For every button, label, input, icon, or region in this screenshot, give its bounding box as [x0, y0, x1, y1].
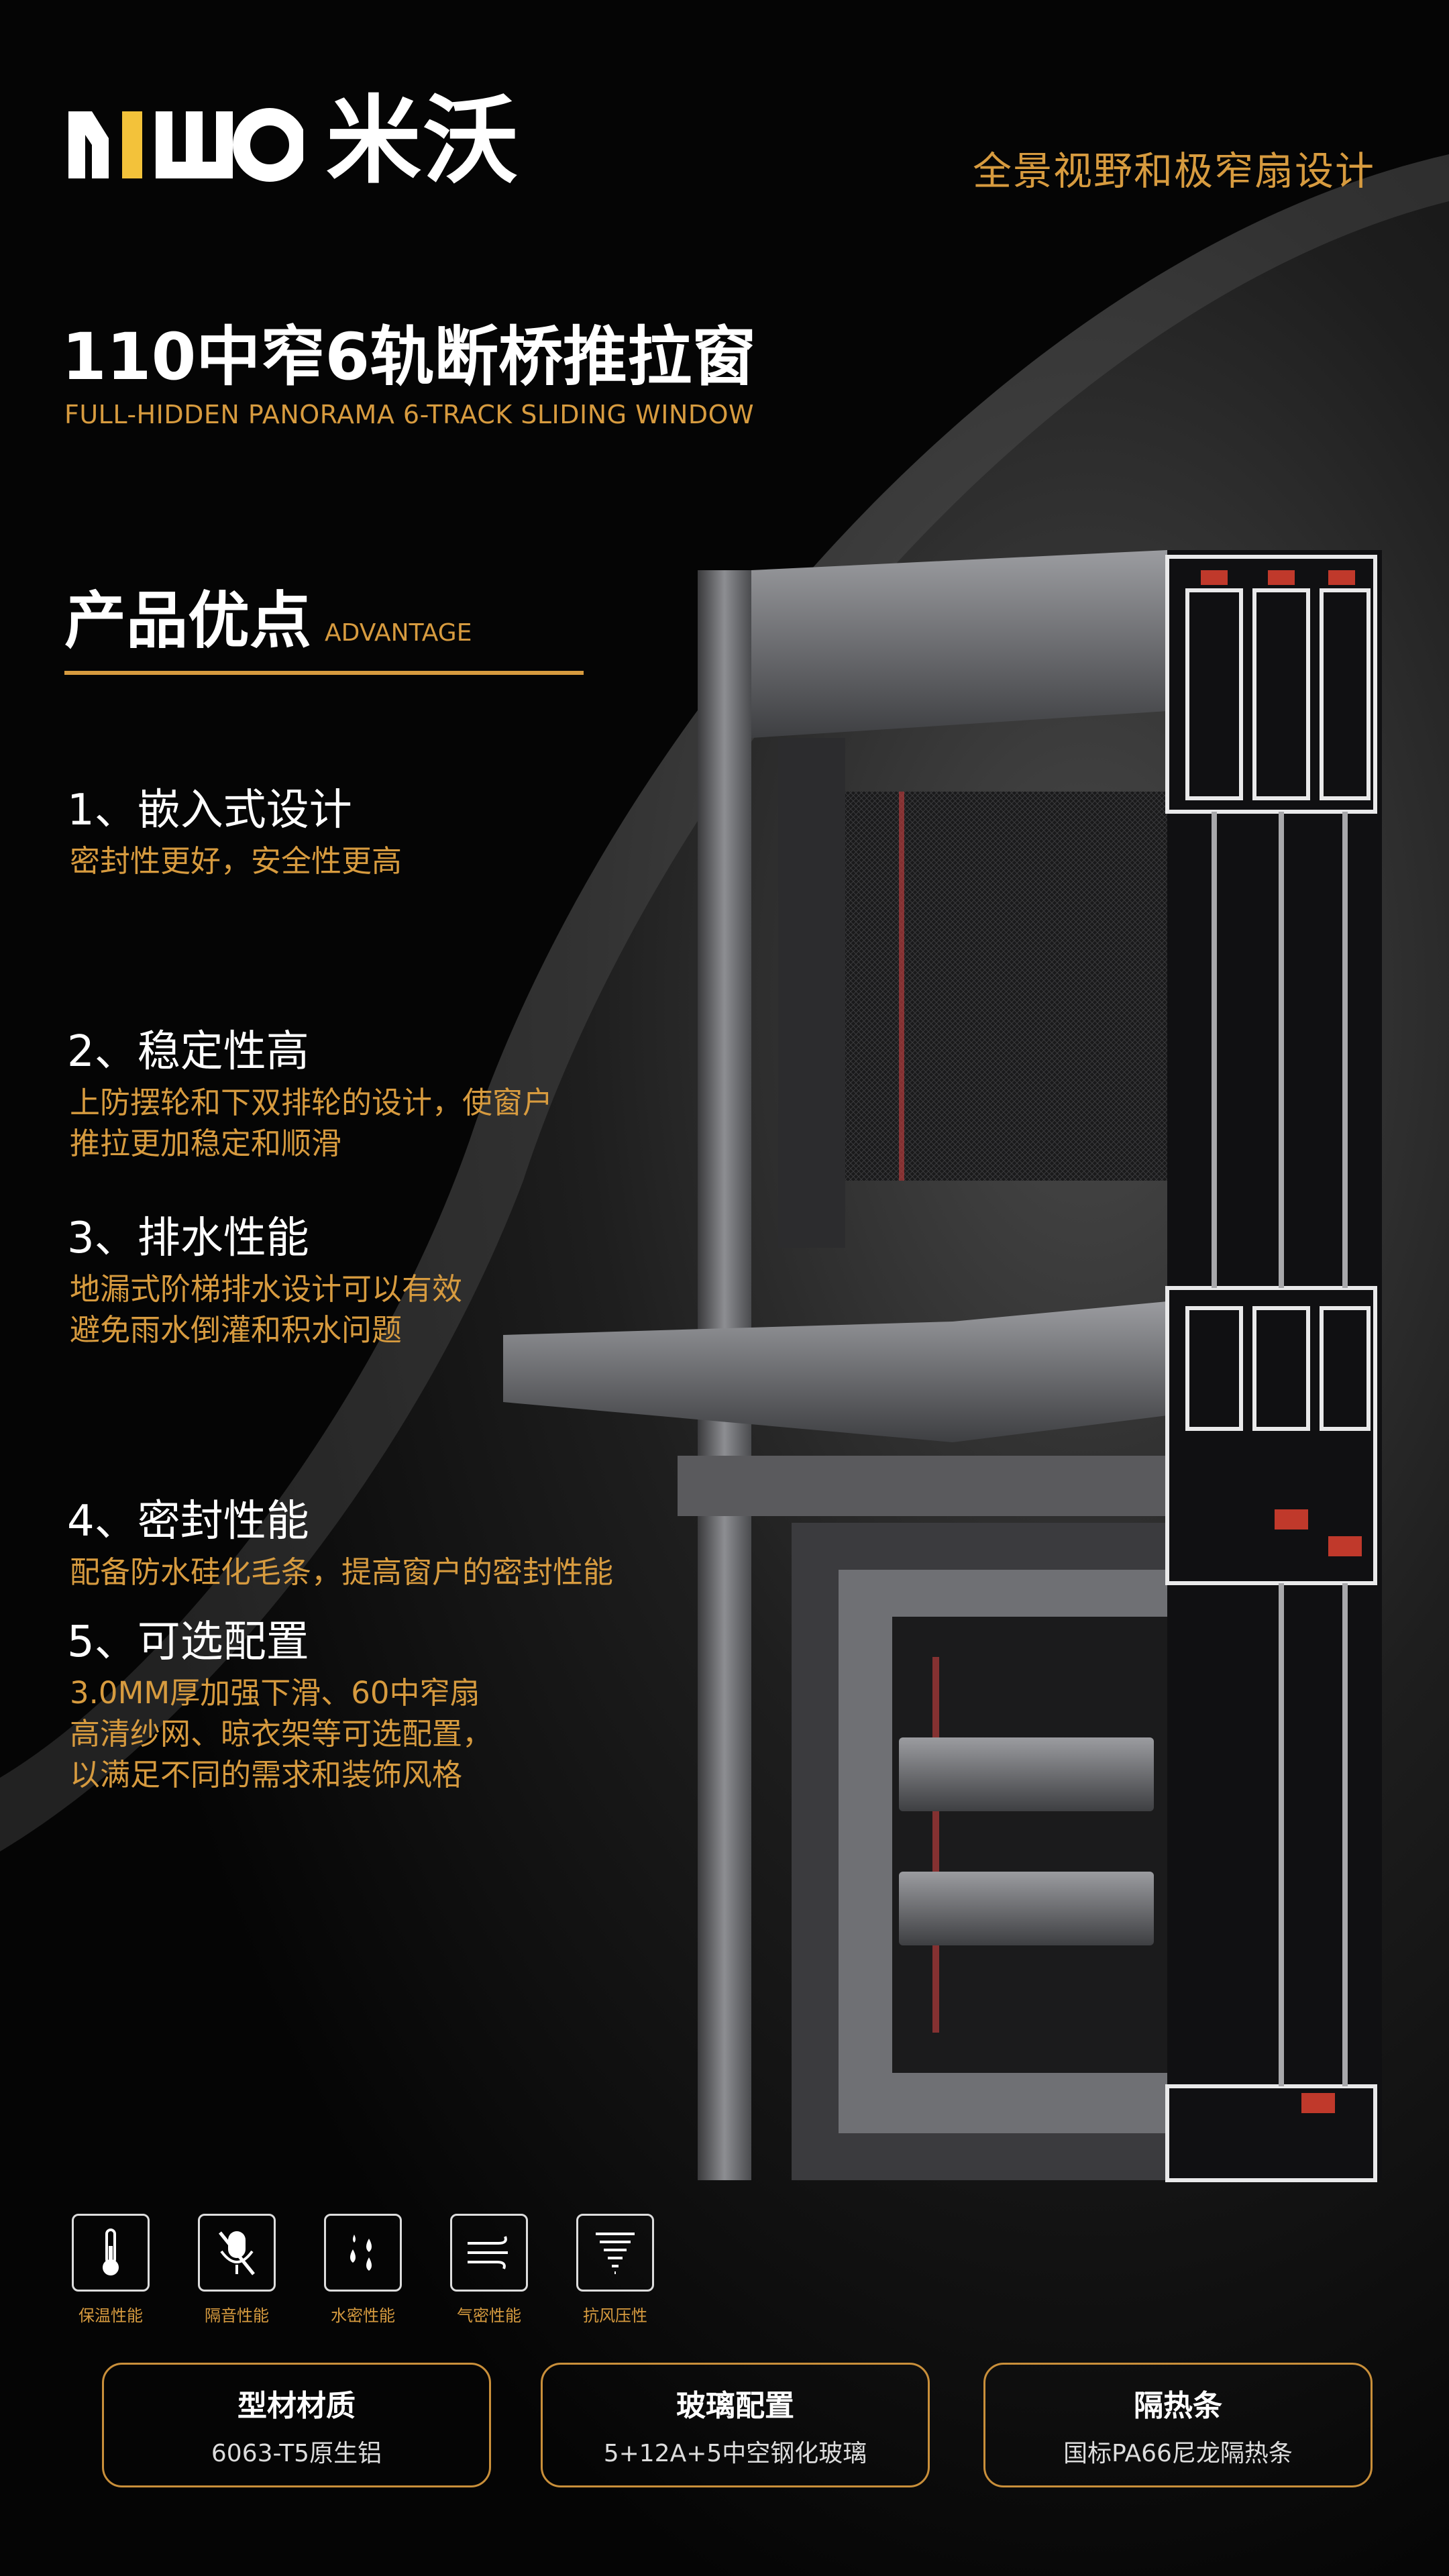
feature-1-title: 1、嵌入式设计: [67, 786, 352, 835]
performance-item: 气密性能: [450, 2214, 528, 2326]
spec-value: 5+12A+5中空钢化玻璃: [603, 2440, 867, 2467]
spec-title: 玻璃配置: [676, 2389, 794, 2423]
feature-5-line-3: 以满足不同的需求和装饰风格: [70, 1756, 463, 1792]
spec-card-material: 型材材质 6063-T5原生铝: [102, 2363, 491, 2487]
performance-label: 隔音性能: [205, 2306, 269, 2325]
feature-5-desc: 3.0MM厚加强下滑、60中窄扇 高清纱网、晾衣架等可选配置， 以满足不同的需求…: [70, 1673, 492, 1795]
feature-4-desc: 配备防水硅化毛条，提高窗户的密封性能: [70, 1552, 613, 1593]
feature-3-line-2: 避免雨水倒灌和积水问题: [70, 1311, 402, 1348]
window-product-image: [503, 550, 1382, 2182]
tagline: 全景视野和极窄扇设计: [972, 148, 1375, 194]
tornado-icon: [576, 2214, 654, 2292]
feature-5-line-1: 3.0MM厚加强下滑、60中窄扇: [70, 1675, 480, 1711]
thermometer-icon: [72, 2214, 150, 2292]
wind-icon: [450, 2214, 528, 2292]
feature-2-line-1: 上防摆轮和下双排轮的设计，使窗户: [70, 1085, 553, 1120]
feature-3-line-1: 地漏式阶梯排水设计可以有效: [70, 1271, 463, 1307]
advantage-heading: 产品优点 ADVANTAGE: [64, 590, 472, 652]
spec-card-thermal-strip: 隔热条 国标PA66尼龙隔热条: [983, 2363, 1373, 2487]
advantage-underline: [64, 671, 584, 675]
performance-item: 抗风压性: [576, 2214, 654, 2326]
advantage-heading-cn: 产品优点: [64, 585, 312, 657]
feature-2-desc: 上防摆轮和下双排轮的设计，使窗户 推拉更加稳定和顺滑: [70, 1083, 553, 1165]
miwo-logo-icon: [68, 108, 303, 182]
feature-2-title: 2、稳定性高: [67, 1027, 309, 1077]
product-title: 110中窄6轨断桥推拉窗: [62, 319, 757, 394]
feature-3-desc: 地漏式阶梯排水设计可以有效 避免雨水倒灌和积水问题: [70, 1269, 462, 1351]
spec-card-glass: 玻璃配置 5+12A+5中空钢化玻璃: [541, 2363, 930, 2487]
performance-label: 气密性能: [457, 2306, 521, 2325]
feature-1-desc: 密封性更好，安全性更高: [70, 841, 402, 882]
feature-5-line-2: 高清纱网、晾衣架等可选配置，: [70, 1715, 493, 1752]
performance-label: 保温性能: [78, 2306, 143, 2325]
performance-label: 抗风压性: [583, 2306, 647, 2325]
product-subtitle: FULL-HIDDEN PANORAMA 6-TRACK SLIDING WIN…: [64, 400, 755, 429]
performance-item: 水密性能: [324, 2214, 402, 2326]
performance-item: 保温性能: [72, 2214, 150, 2326]
mute-icon: [198, 2214, 276, 2292]
brand-logo: 米沃: [62, 94, 519, 189]
spec-title: 隔热条: [1134, 2389, 1222, 2423]
feature-3-title: 3、排水性能: [67, 1214, 309, 1263]
performance-label: 水密性能: [331, 2306, 395, 2325]
spec-title: 型材材质: [237, 2389, 356, 2423]
feature-5-title: 5、可选配置: [67, 1617, 309, 1667]
performance-item: 隔音性能: [198, 2214, 276, 2326]
advantage-heading-en: ADVANTAGE: [325, 619, 472, 647]
feature-4-title: 4、密封性能: [67, 1497, 309, 1546]
water-drops-icon: [324, 2214, 402, 2292]
feature-2-line-2: 推拉更加稳定和顺滑: [70, 1125, 342, 1161]
performance-icons: 保温性能 隔音性能 水密性能 气密性能 抗风压性: [72, 2214, 654, 2326]
logo-chinese-text: 米沃: [326, 86, 519, 197]
feature-1-line-1: 密封性更好，安全性更高: [70, 843, 402, 879]
spec-value: 6063-T5原生铝: [211, 2440, 382, 2467]
feature-4-line-1: 配备防水硅化毛条，提高窗户的密封性能: [70, 1554, 614, 1590]
spec-value: 国标PA66尼龙隔热条: [1063, 2440, 1293, 2467]
